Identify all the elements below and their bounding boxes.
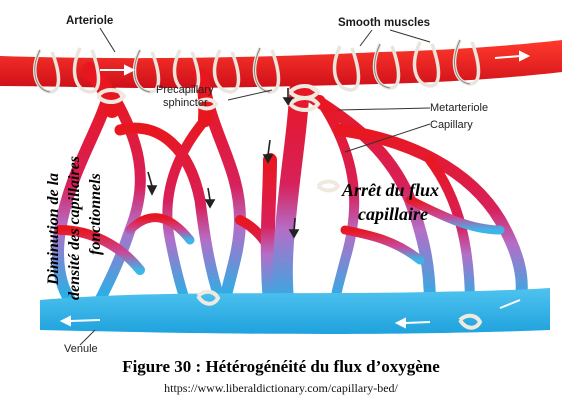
label-precapillary-line1: Precapillary xyxy=(156,84,214,96)
label-precapillary-line2: sphincter xyxy=(163,97,208,109)
figure-caption: Figure 30 : Hétérogénéité du flux d’oxyg… xyxy=(0,357,562,377)
annotation-vertical-line3: fonctionnels xyxy=(87,173,104,255)
figure-source: https://www.liberaldictionary.com/capill… xyxy=(0,381,562,396)
label-arteriole: Arteriole xyxy=(66,15,113,27)
label-capillary: Capillary xyxy=(430,119,473,131)
label-smooth-muscles: Smooth muscles xyxy=(338,17,430,29)
annotation-arret-line2: capillaire xyxy=(358,204,428,224)
label-metarteriole: Metarteriole xyxy=(430,102,488,114)
annotation-vertical-line2: densité des capillaires xyxy=(66,156,83,300)
annotation-vertical-line1: Diminution de la xyxy=(45,173,62,286)
label-venule: Venule xyxy=(64,343,98,355)
annotation-arret-line1: Arrêt du flux xyxy=(341,180,439,200)
